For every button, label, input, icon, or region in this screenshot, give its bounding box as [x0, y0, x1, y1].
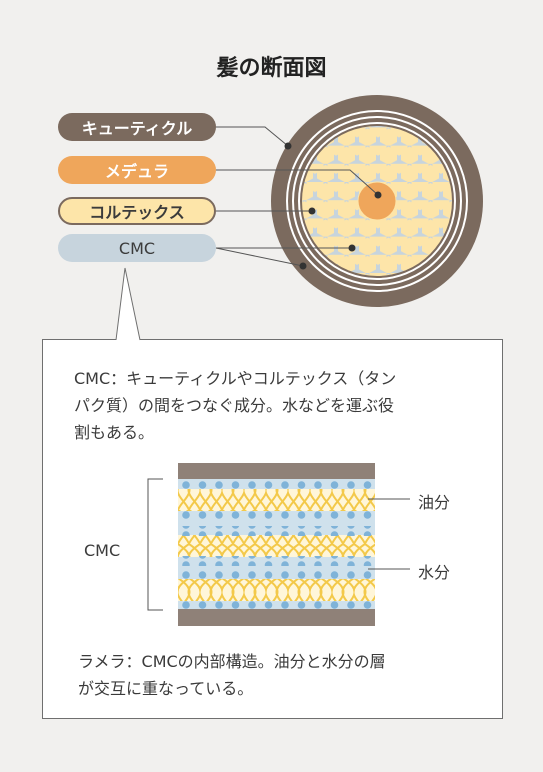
cmc-description: CMC：キューティクルやコルテックス（タン パク質）の間をつなぐ成分。水などを運… — [74, 369, 397, 442]
callout-pointer — [115, 267, 141, 341]
lamella-description: ラメラ：CMCの内部構造。油分と水分の層 が交互に重なっている。 — [78, 652, 386, 698]
label-cortex: コルテックス — [58, 197, 216, 225]
label-medulla: メデュラ — [58, 156, 216, 184]
label-cmc: CMC — [58, 234, 216, 262]
hair-cross-section-diagram — [215, 95, 483, 307]
page-title: 髪の断面図 — [216, 56, 327, 81]
label-cuticle: キューティクル — [58, 113, 216, 141]
lamella-cmc-label: CMC — [84, 541, 121, 560]
oil-label: 油分 — [418, 493, 451, 512]
medulla-center — [358, 182, 396, 220]
water-label: 水分 — [418, 563, 451, 582]
